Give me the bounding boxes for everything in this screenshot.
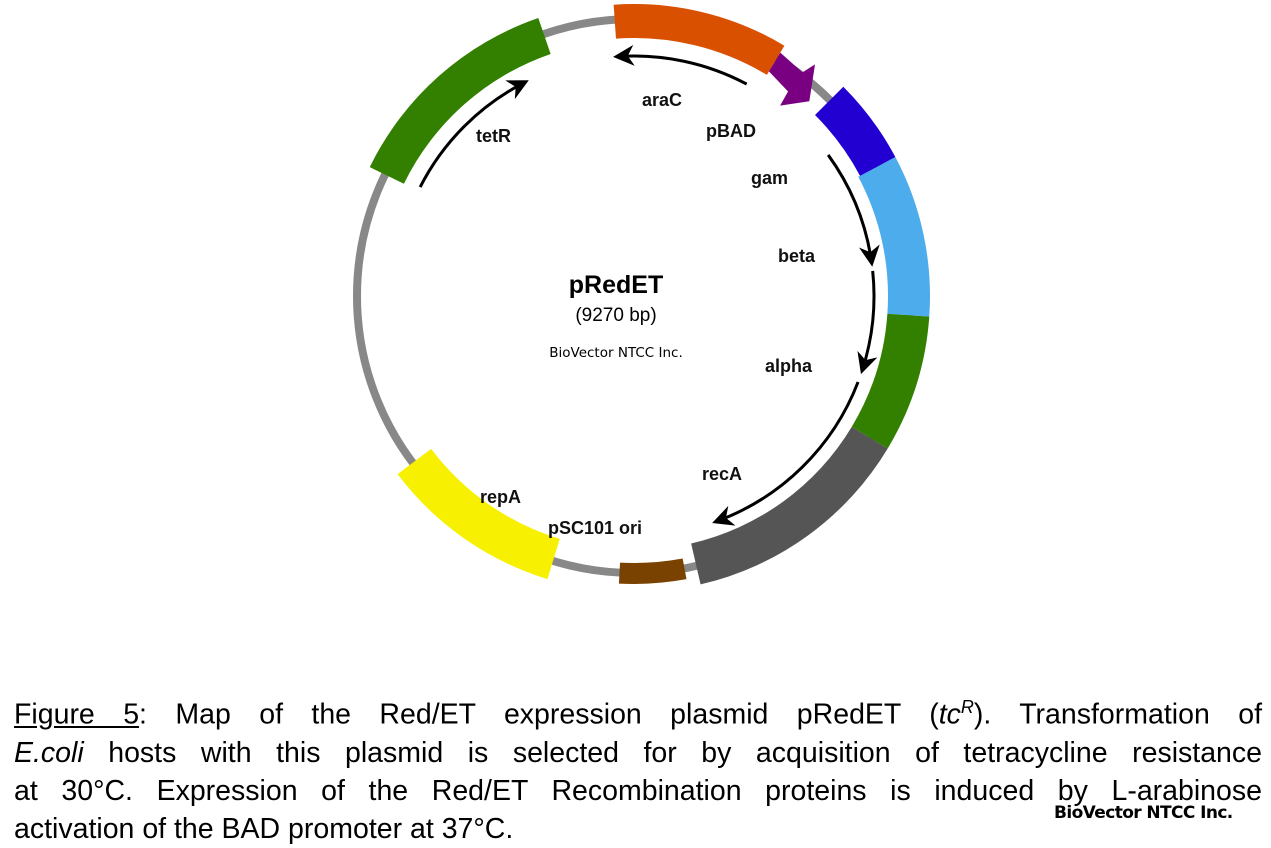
segment-repa — [397, 448, 560, 580]
caption-line-4: activation of the BAD promoter at 37°C. — [14, 812, 514, 845]
figure-caption: Figure 5: Map of the Red/ET expression p… — [14, 688, 1262, 848]
caption-line-1: Figure 5: Map of the Red/ET expression p… — [14, 688, 1262, 734]
figure-label: Figure 5 — [14, 698, 140, 731]
watermark: BioVector NTCC Inc. — [1054, 803, 1233, 823]
segment-reca — [691, 426, 888, 585]
label-repa: repA — [480, 487, 521, 507]
caption-text: : Map of the Red/ET expression plasmid p… — [139, 698, 939, 731]
segment-alpha — [851, 313, 930, 449]
caption-text: hosts with this plasmid is selected for … — [83, 736, 1262, 769]
arrow-alpha — [857, 270, 878, 375]
label-arac: araC — [642, 90, 682, 110]
segment-gam — [815, 86, 896, 176]
plasmid-credit: BioVector NTCC Inc. — [549, 345, 683, 361]
label-beta: beta — [778, 246, 816, 266]
caption-tc: tc — [938, 698, 961, 731]
label-pbad: pBAD — [706, 121, 756, 141]
caption-line-2: E.coli hosts with this plasmid is select… — [14, 734, 1262, 772]
label-psc101-ori: pSC101 ori — [548, 518, 642, 538]
arrow-arac — [613, 44, 748, 86]
label-alpha: alpha — [765, 356, 813, 376]
segment-arac — [613, 3, 785, 75]
arrow-reca — [712, 381, 860, 526]
caption-text: ). Transformation of — [973, 698, 1262, 731]
plasmid-name: pRedET — [569, 271, 663, 299]
plasmid-map: araC pBAD gam beta alpha recA pSC101 ori… — [353, 3, 930, 585]
segment-psc101-ori — [618, 558, 687, 584]
label-reca: recA — [702, 464, 742, 484]
segment-tetr — [369, 18, 551, 184]
label-gam: gam — [751, 168, 788, 188]
segment-pbad — [768, 52, 816, 106]
arrow-tetr — [418, 80, 529, 188]
caption-sup: R — [960, 697, 974, 717]
label-tetr: tetR — [476, 126, 511, 146]
caption-line-3: at 30°C. Expression of the Red/ET Recomb… — [14, 774, 1262, 807]
caption-ecoli: E.coli — [14, 736, 84, 769]
segment-beta — [858, 157, 930, 317]
plasmid-size: (9270 bp) — [575, 305, 656, 326]
arrow-gam-beta — [826, 154, 880, 267]
